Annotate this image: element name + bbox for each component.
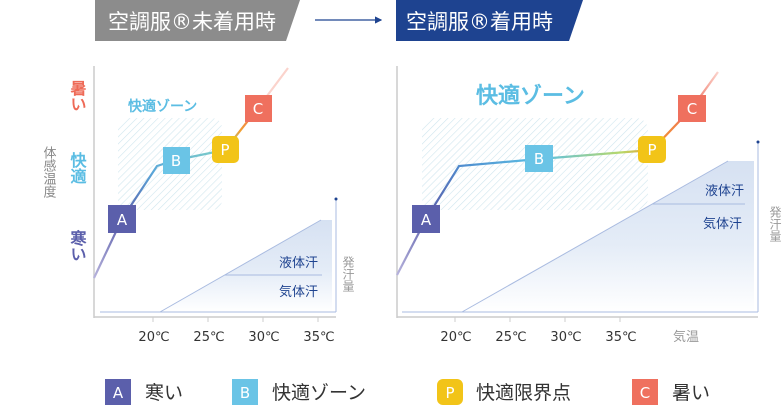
marker-c: [678, 95, 706, 122]
marker-b-label: B: [171, 152, 181, 170]
sweat-area: [462, 161, 754, 312]
legend-item-b: B 快適ゾーン: [232, 379, 366, 405]
comfort-zone-label: 快適ゾーン: [476, 83, 585, 109]
svg-text:A: A: [113, 384, 124, 402]
marker-p-label: P: [647, 141, 656, 159]
legend-item-c: C 暑い: [632, 379, 710, 405]
header-after-label: 空調服®着用時: [406, 10, 553, 34]
level-hot: 暑い: [68, 80, 88, 112]
legend-item-p: P 快適限界点: [437, 379, 571, 405]
x-tick-label: 35℃: [605, 330, 636, 345]
marker-a: [108, 205, 136, 233]
x-tick-label: 25℃: [193, 330, 224, 345]
marker-c-label: C: [253, 100, 263, 118]
comfort-zone-label: 快適ゾーン: [128, 98, 197, 115]
marker-p-label: P: [220, 141, 229, 159]
header-after-bg: [396, 0, 583, 41]
marker-p: [212, 136, 239, 163]
marker-c-label: C: [687, 100, 697, 118]
sweat-axis-title: 発汗量: [341, 256, 355, 292]
header-before-bg: [95, 0, 300, 41]
header-after: 空調服®着用時: [396, 0, 583, 41]
x-axis-title: 気温: [673, 329, 699, 345]
right-chart: 快適ゾーン 液体汗 気体汗 発汗量 20℃ 25℃ 30℃ 35℃ 気温 A B…: [396, 66, 782, 345]
legend-label: 快適ゾーン: [272, 382, 366, 404]
x-tick-label: 30℃: [248, 330, 279, 345]
header-before-label: 空調服®未着用時: [108, 10, 276, 34]
x-ticks: 20℃ 25℃ 30℃ 35℃: [138, 317, 335, 345]
legend-item-a: A 寒い: [105, 379, 183, 405]
marker-a-label: A: [117, 211, 128, 229]
x-tick-label: 35℃: [303, 330, 334, 345]
x-ticks: 20℃ 25℃ 30℃ 35℃ 気温: [440, 317, 699, 345]
x-tick-label: 25℃: [495, 330, 526, 345]
sweat-axis-arrow-icon: [756, 140, 760, 144]
legend: A 寒い B 快適ゾーン P 快適限界点 C 暑い: [105, 379, 710, 405]
svg-text:B: B: [240, 384, 250, 402]
liquid-sweat-label: 液体汗: [279, 256, 318, 271]
vapor-sweat-label: 気体汗: [279, 284, 318, 300]
y-axis-title: 体感温度: [41, 146, 57, 198]
level-comfort: 快適: [68, 151, 87, 184]
svg-text:P: P: [445, 384, 454, 402]
marker-a-label: A: [421, 211, 432, 229]
legend-label: 暑い: [672, 382, 710, 404]
sweat-axis-arrow-icon: [334, 197, 338, 201]
marker-b: [163, 147, 190, 174]
legend-label: 快適限界点: [476, 382, 571, 404]
marker-a: [412, 205, 440, 233]
x-tick-label: 20℃: [440, 330, 471, 345]
marker-p: [638, 136, 666, 163]
header-before: 空調服®未着用時: [95, 0, 300, 41]
marker-b: [525, 145, 553, 172]
sweat-line: [461, 160, 729, 313]
sweat-line: [159, 219, 322, 313]
x-tick-label: 30℃: [550, 330, 581, 345]
left-chart: 体感温度 暑い 快適 寒い 快適ゾーン 液体汗 気体汗 発汗量 20℃ 25℃ …: [41, 66, 355, 345]
sweat-area: [160, 220, 332, 312]
marker-b-label: B: [534, 150, 544, 168]
x-tick-label: 20℃: [138, 330, 169, 345]
legend-label: 寒い: [145, 382, 183, 404]
svg-text:C: C: [640, 384, 650, 402]
vapor-sweat-label: 気体汗: [703, 216, 742, 232]
liquid-sweat-label: 液体汗: [705, 184, 744, 199]
marker-c: [245, 95, 272, 122]
sweat-axis-title: 発汗量: [768, 206, 782, 242]
level-cold: 寒い: [68, 229, 88, 262]
